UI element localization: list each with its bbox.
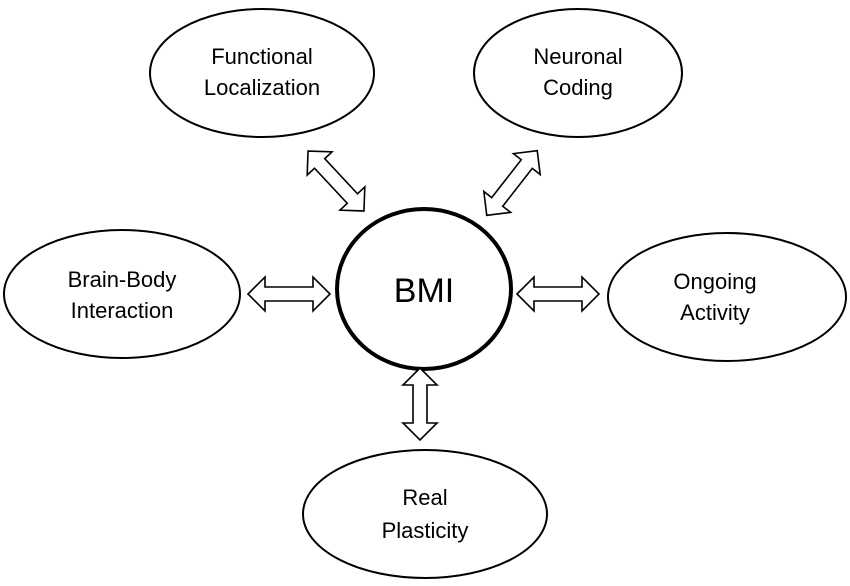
node-neuronal-coding-ellipse (473, 8, 683, 138)
node-real-plasticity-label-line2: Plasticity (382, 518, 469, 543)
node-neuronal-coding: Neuronal Coding (473, 8, 683, 138)
arrow-bmi-real-plasticity (401, 366, 439, 442)
node-functional-localization-label-line1: Functional (211, 44, 313, 69)
arrow-bmi-neuronal-coding (482, 149, 542, 217)
arrow-bmi-ongoing-activity (515, 275, 601, 313)
node-bmi-center: BMI (335, 207, 513, 371)
node-functional-localization-ellipse (149, 8, 375, 138)
arrow-bmi-brain-body-interaction (246, 275, 332, 313)
node-brain-body-interaction-label-line1: Brain-Body (68, 267, 177, 292)
node-real-plasticity-label-line1: Real (402, 485, 447, 510)
node-functional-localization: Functional Localization (149, 8, 375, 138)
node-ongoing-activity: Ongoing Activity (607, 232, 847, 362)
node-bmi-circle (335, 207, 513, 371)
node-brain-body-interaction-ellipse (3, 229, 241, 359)
node-real-plasticity-ellipse (302, 449, 548, 579)
node-ongoing-activity-ellipse (607, 232, 847, 362)
arrow-bmi-functional-localization (306, 150, 366, 212)
node-neuronal-coding-label-line2: Coding (543, 75, 613, 100)
node-brain-body-interaction-label-line2: Interaction (71, 298, 174, 323)
node-real-plasticity: Real Plasticity (302, 449, 548, 579)
node-brain-body-interaction: Brain-Body Interaction (3, 229, 241, 359)
node-bmi-label: BMI (394, 272, 454, 310)
node-ongoing-activity-label-line1: Ongoing (673, 269, 756, 294)
node-ongoing-activity-label-line2: Activity (680, 300, 750, 325)
node-functional-localization-label-line2: Localization (204, 75, 320, 100)
node-neuronal-coding-label-line1: Neuronal (533, 44, 622, 69)
